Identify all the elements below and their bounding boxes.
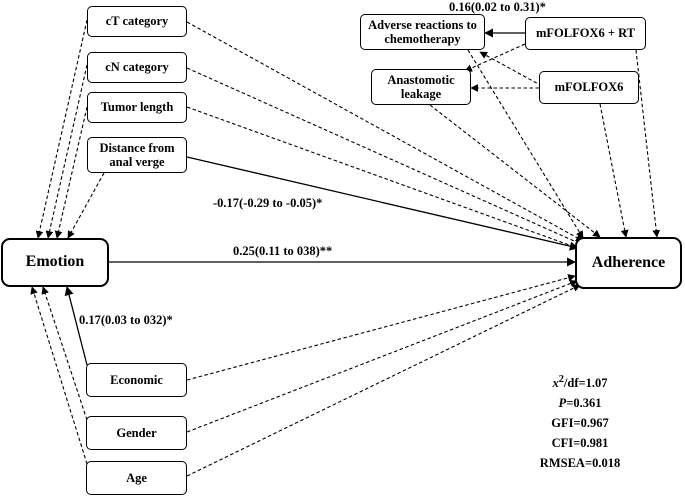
edge-adverse-to-adherence <box>467 49 584 239</box>
node-distance-label-1: Distance from <box>99 140 175 155</box>
edge-cn-to-emotion <box>45 64 88 239</box>
path-label-mfolfox6-rt: 0.16(0.02 to 0.31)* <box>449 0 546 14</box>
node-age-label: Age <box>126 470 147 485</box>
node-anastomotic-label-1: Anastomotic <box>387 72 455 87</box>
edge-gender-to-emotion <box>41 286 88 421</box>
node-adverse-reactions: Adverse reactions to chemotherapy <box>360 14 485 50</box>
edge-ct-to-adherence <box>186 21 584 242</box>
node-economic-label: Economic <box>110 372 163 387</box>
edge-distance-to-adherence <box>186 156 579 251</box>
edge-mfolfox-rt-to-anastomotic <box>464 43 526 72</box>
node-distance-label-2: anal verge <box>109 155 165 169</box>
edge-mfolfox-to-adverse <box>479 51 543 87</box>
node-mfolfox6-label: mFOLFOX6 <box>554 80 624 95</box>
node-economic: Economic <box>86 363 187 397</box>
node-tumor-length-label: Tumor length <box>100 100 174 115</box>
node-adherence: Adherence <box>575 237 682 289</box>
edge-gender-to-adherence <box>186 279 578 433</box>
cfi-value: CFI=0.981 <box>551 436 609 451</box>
node-mfolfox6-rt-label: mFOLFOX6 + RT <box>535 26 636 41</box>
node-adherence-label: Adherence <box>591 253 666 271</box>
chi-square-df: x2/df=1.07 <box>552 374 608 391</box>
node-adverse-label-2: chemotherapy <box>384 32 461 46</box>
path-label-emotion-adherence: 0.25(0.11 to 038)** <box>233 244 333 258</box>
model-fit-statistics: x2/df=1.07 P=0.361 GFI=0.967 CFI=0.981 R… <box>540 370 620 473</box>
edge-ct-to-emotion <box>35 19 88 239</box>
edge-mfolfox-to-adherence <box>599 103 629 238</box>
rmsea-value: RMSEA=0.018 <box>539 456 621 471</box>
node-distance-from-anal-verge: Distance from anal verge <box>87 137 187 173</box>
node-age: Age <box>86 461 187 495</box>
edge-distance-to-emotion <box>67 172 105 239</box>
node-adverse-label-1: Adverse reactions to <box>368 17 477 32</box>
node-ct-category: cT category <box>87 6 187 37</box>
node-tumor-length: Tumor length <box>87 92 187 123</box>
node-gender-label: Gender <box>116 425 157 440</box>
node-cn-category-label: cN category <box>105 60 169 75</box>
edge-tumor-to-adherence <box>186 106 584 252</box>
p-value: P=0.361 <box>558 396 602 411</box>
edge-age-to-emotion <box>30 286 88 465</box>
edge-age-to-adherence <box>186 284 581 477</box>
gfi-value: GFI=0.967 <box>551 416 609 431</box>
edge-economic-to-adherence <box>186 274 576 381</box>
node-ct-category-label: cT category <box>105 14 169 29</box>
node-mfolfox6-rt: mFOLFOX6 + RT <box>525 17 646 50</box>
node-anastomotic-leakage: Anastomotic leakage <box>371 69 471 105</box>
node-emotion-label: Emotion <box>25 253 85 271</box>
node-anastomotic-label-2: leakage <box>400 87 442 101</box>
edge-economic-to-emotion <box>64 286 88 366</box>
edge-cn-to-adherence <box>186 67 584 246</box>
edge-tumor-to-emotion <box>54 106 88 239</box>
edge-mfolfox-rt-to-adherence <box>635 49 661 238</box>
node-mfolfox6: mFOLFOX6 <box>539 71 639 104</box>
path-label-economic-emotion: 0.17(0.03 to 032)* <box>79 313 173 327</box>
node-gender: Gender <box>86 416 187 450</box>
node-cn-category: cN category <box>87 52 187 83</box>
path-label-distance-adherence: -0.17(-0.29 to -0.05)* <box>213 196 323 210</box>
node-emotion: Emotion <box>1 238 109 287</box>
